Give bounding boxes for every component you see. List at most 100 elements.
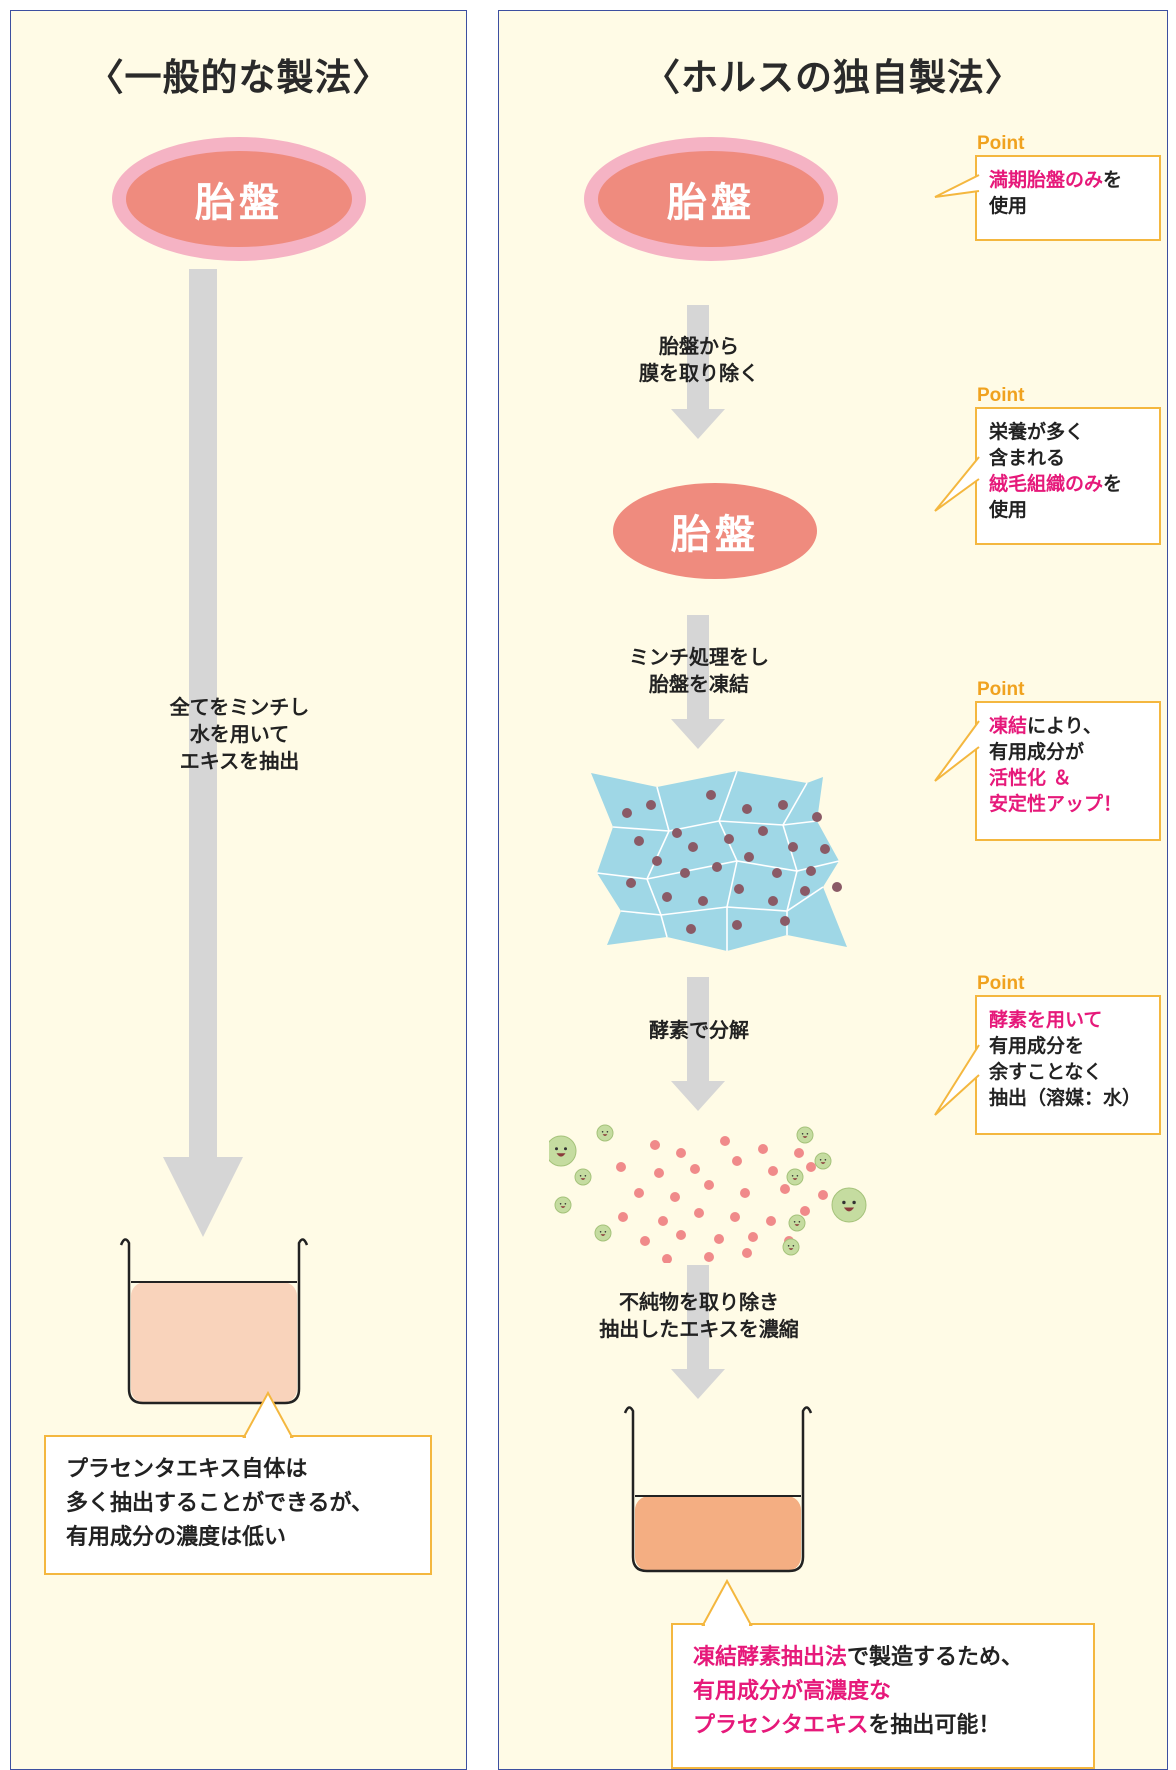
enzyme-mascot-icon: [554, 1196, 572, 1214]
placenta-fringe-shape: [584, 137, 838, 261]
process-arrow: [671, 305, 725, 439]
decomposed-particle: [676, 1148, 686, 1158]
decomposed-particle: [616, 1162, 626, 1172]
enzyme-mascot-icon: [788, 1214, 806, 1232]
decomposed-particle: [732, 1156, 742, 1166]
frozen-component-dot: [732, 920, 742, 930]
decomposed-particle: [670, 1192, 680, 1202]
point-text: 含まれる: [989, 447, 1066, 469]
placenta-fringed-icon: 胎盤: [112, 137, 366, 261]
placenta-label: 胎盤: [671, 512, 759, 558]
point-tail: [934, 1044, 980, 1116]
callout-text: を抽出可能！: [868, 1713, 1001, 1738]
placenta-label: 胎盤: [667, 180, 755, 226]
callout-line: プラセンタエキス自体は: [66, 1457, 308, 1482]
decomposed-particle: [806, 1162, 816, 1172]
point-tail: [934, 456, 980, 512]
process-arrow: [671, 615, 725, 749]
point-box-1: Point 満期胎盤のみを 使用: [934, 133, 1161, 241]
decomposed-particle: [650, 1140, 660, 1150]
point-box-4: Point 酵素を用いて 有用成分を 余すことなく 抽出（溶媒：水）: [934, 973, 1161, 1135]
decomposed-particle: [818, 1190, 828, 1200]
enzyme-mascot-icon: [549, 1135, 577, 1167]
decomposed-particle: [766, 1216, 776, 1226]
callout-tail: [242, 1390, 294, 1441]
point-box-3: Point 凍結により、 有用成分が 活性化 ＆ 安定性アップ！: [934, 679, 1161, 841]
step-remove-membrane: 胎盤から 膜を取り除く: [599, 333, 799, 387]
step-concentrate: 不純物を取り除き 抽出したエキスを濃縮: [579, 1289, 819, 1343]
enzyme-mascot-icon: [596, 1124, 614, 1142]
decomposed-particle: [658, 1216, 668, 1226]
point-text: 栄養が多く: [989, 421, 1085, 443]
callout-tail: [701, 1578, 753, 1629]
frozen-component-dot: [712, 862, 722, 872]
step-enzyme: 酵素で分解: [599, 1017, 799, 1044]
decomposed-particle: [694, 1208, 704, 1218]
decomposed-particle: [748, 1232, 758, 1242]
general-method-panel: 〈一般的な製法〉 胎盤 全てをミンチし 水を用いて エキスを抽出 プラセンタエキ…: [10, 10, 467, 1770]
frozen-component-dot: [626, 878, 636, 888]
frozen-component-dot: [788, 842, 798, 852]
point-highlight: 絨毛組織のみ: [989, 473, 1104, 495]
point-highlight: 活性化 ＆: [989, 767, 1072, 789]
frozen-component-dot: [772, 868, 782, 878]
decomposed-particle: [662, 1254, 672, 1263]
frozen-component-dot: [698, 896, 708, 906]
process-arrow: [163, 269, 243, 1237]
step-line: ミンチ処理をし: [629, 645, 769, 669]
callout-highlight: プラセンタエキス: [693, 1713, 869, 1738]
step-line: 胎盤から: [659, 334, 739, 358]
frozen-ice-icon: [591, 770, 847, 951]
frozen-component-dot: [778, 800, 788, 810]
decomposed-particle: [634, 1188, 644, 1198]
step-line: 抽出したエキスを濃縮: [599, 1317, 799, 1341]
point-text: を: [1103, 473, 1123, 495]
point-highlight: 酵素を用いて: [989, 1009, 1103, 1031]
decomposed-particle: [758, 1144, 768, 1154]
step-line: エキスを抽出: [179, 749, 300, 773]
point-tail: [934, 174, 980, 198]
enzyme-mascot-icon: [594, 1224, 612, 1242]
beaker-icon: [119, 1238, 309, 1405]
decomposed-particle: [704, 1252, 714, 1262]
step-line: 酵素で分解: [649, 1018, 749, 1042]
frozen-component-dot: [812, 812, 822, 822]
step-line: 不純物を取り除き: [619, 1290, 779, 1314]
placenta-blob-icon: 胎盤: [611, 481, 819, 581]
frozen-component-dot: [672, 828, 682, 838]
point-box-2: Point 栄養が多く 含まれる 絨毛組織のみを 使用: [934, 385, 1161, 545]
placenta-blob-shape: [613, 483, 817, 579]
extraction-step-text: 全てをミンチし 水を用いて エキスを抽出: [121, 694, 358, 775]
frozen-component-dot: [646, 800, 656, 810]
frozen-component-dot: [662, 892, 672, 902]
process-arrow: [671, 1265, 725, 1399]
point-text: 使用: [989, 195, 1028, 217]
callout-highlight: 凍結酵素抽出法: [693, 1645, 848, 1670]
point-tag: Point: [977, 385, 1025, 406]
decomposed-particle: [794, 1148, 804, 1158]
frozen-component-dot: [800, 886, 810, 896]
point-text: 有用成分を: [989, 1035, 1085, 1057]
decomposed-particle: [740, 1188, 750, 1198]
point-tag: Point: [977, 973, 1025, 994]
general-method-callout: プラセンタエキス自体は 多く抽出することができるが、 有用成分の濃度は低い: [44, 1390, 432, 1575]
step-line: 水を用いて: [189, 722, 290, 746]
decomposed-particle: [640, 1236, 650, 1246]
placenta-fringe-shape: [112, 137, 366, 261]
enzyme-mascot-icons: [549, 1124, 867, 1256]
decomposed-particle: [714, 1234, 724, 1244]
frozen-component-dot: [652, 856, 662, 866]
decomposed-particle: [720, 1136, 730, 1146]
frozen-component-dot: [724, 834, 734, 844]
frozen-component-dot: [706, 790, 716, 800]
point-tail: [934, 720, 980, 782]
point-tag: Point: [977, 133, 1025, 154]
callout-line: 有用成分の濃度は低い: [66, 1525, 287, 1550]
horus-method-callout: 凍結酵素抽出法で製造するため、 有用成分が高濃度な プラセンタエキスを抽出可能！: [671, 1578, 1095, 1769]
decomposed-particle: [654, 1168, 664, 1178]
callout-text: で製造するため、: [847, 1645, 1024, 1670]
point-text: 抽出（溶媒：水）: [989, 1087, 1142, 1109]
decomposed-particle: [618, 1212, 628, 1222]
placenta-label: 胎盤: [195, 180, 283, 226]
horus-method-panel: 〈ホルスの独自製法〉 胎盤 Point 満期胎盤のみを 使用 胎盤から 膜を取り…: [498, 10, 1168, 1770]
